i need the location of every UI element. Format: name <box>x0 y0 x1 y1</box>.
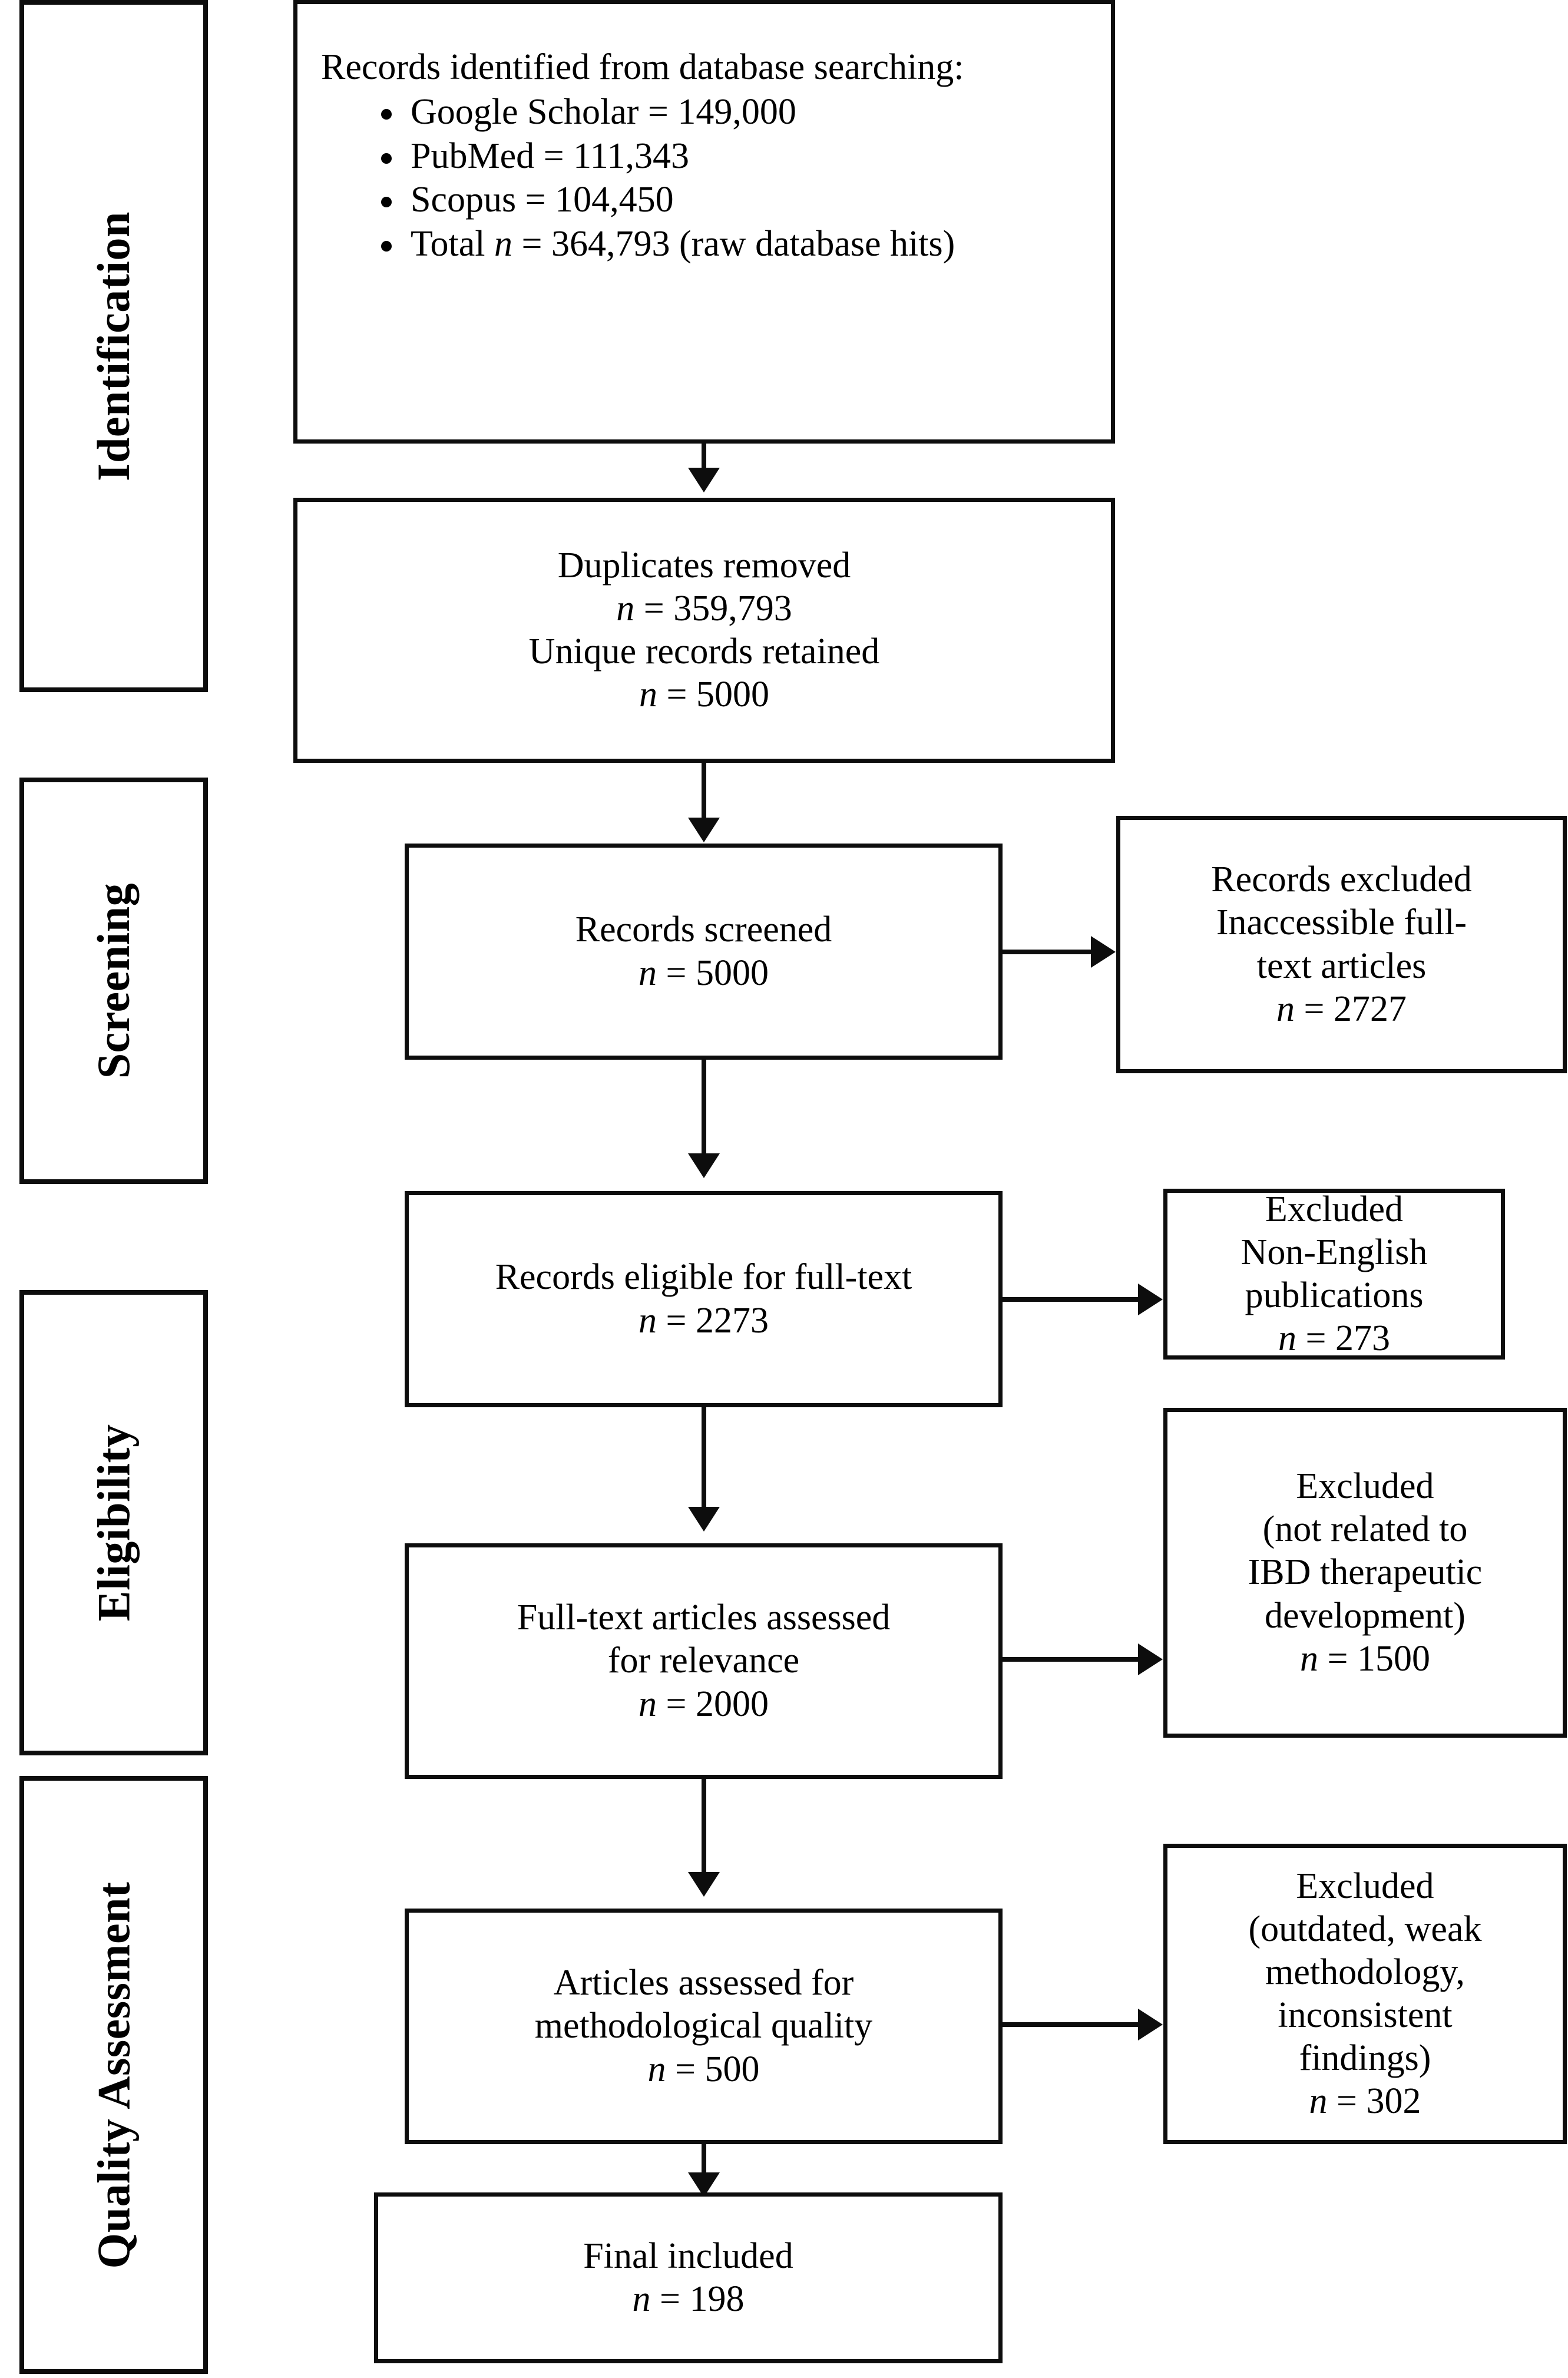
node-excluded-weak-methodology-line1: Excluded <box>1296 1866 1434 1906</box>
node-duplicates-removed: Duplicates removed n = 359,793 Unique re… <box>293 498 1115 763</box>
node-final-included-count: n = 198 <box>632 2279 745 2319</box>
node-fulltext-assessed-relevance: Full-text articles assessed for relevanc… <box>405 1543 1003 1779</box>
node-records-screened-count: n = 5000 <box>639 952 769 993</box>
node-duplicates-removed-line1: Duplicates removed <box>557 545 851 586</box>
node-duplicates-removed-line2: n = 359,793 <box>616 588 792 629</box>
list-item: Google Scholar = 149,000 <box>378 90 955 134</box>
connector-line <box>702 1407 706 1510</box>
node-excluded-weak-methodology-line4: inconsistent <box>1278 1995 1453 2035</box>
stage-label-eligibility-text: Eligibility <box>88 1424 139 1622</box>
stage-label-eligibility: Eligibility <box>19 1290 208 1755</box>
node-excluded-ibd-unrelated-line3: IBD therapeutic <box>1248 1552 1483 1593</box>
node-excluded-weak-methodology-line3: methodology, <box>1265 1952 1465 1992</box>
node-excluded-ibd-unrelated: Excluded (not related to IBD therapeutic… <box>1163 1408 1567 1738</box>
connector-line <box>702 2144 706 2179</box>
node-records-excluded-inaccessible-line3: text articles <box>1256 945 1427 986</box>
node-fulltext-assessed-relevance-line1: Full-text articles assessed <box>517 1598 891 1638</box>
node-duplicates-removed-line4: n = 5000 <box>639 674 769 715</box>
node-excluded-weak-methodology-line2: (outdated, weak <box>1248 1909 1482 1949</box>
node-fulltext-assessed-relevance-line2: for relevance <box>607 1641 800 1681</box>
stage-label-screening-text: Screening <box>88 882 140 1079</box>
node-excluded-non-english-line1: Excluded <box>1265 1189 1404 1229</box>
node-excluded-non-english-line3: publications <box>1245 1275 1424 1315</box>
node-duplicates-removed-line3: Unique records retained <box>528 631 880 672</box>
connector-arrowhead-right-icon <box>1091 936 1116 968</box>
node-records-eligible-fulltext-line1: Records eligible for full-text <box>495 1257 912 1298</box>
node-records-excluded-inaccessible-line1: Records excluded <box>1211 859 1472 900</box>
stage-label-identification: Identification <box>19 0 208 692</box>
node-excluded-weak-methodology: Excluded (outdated, weak methodology, in… <box>1163 1844 1567 2144</box>
stage-label-identification-text: Identification <box>88 211 140 481</box>
list-item: Scopus = 104,450 <box>378 178 955 221</box>
connector-line <box>702 444 706 472</box>
connector-arrowhead-down-icon <box>688 818 720 842</box>
connector-arrowhead-down-icon <box>688 1153 720 1178</box>
connector-line <box>1003 2022 1141 2027</box>
list-item: PubMed = 111,343 <box>378 134 955 178</box>
node-fulltext-assessed-relevance-count: n = 2000 <box>639 1684 769 1724</box>
stage-label-quality-assessment-text: Quality Assessment <box>88 1881 140 2268</box>
node-excluded-non-english: Excluded Non-English publications n = 27… <box>1163 1189 1505 1360</box>
connector-line <box>1003 1297 1141 1302</box>
list-item: Total n = 364,793 (raw database hits) <box>378 222 955 266</box>
node-excluded-non-english-count: n = 273 <box>1278 1318 1390 1359</box>
connector-line <box>702 1779 706 1876</box>
node-articles-assessed-quality-count: n = 500 <box>647 2049 760 2089</box>
node-records-excluded-inaccessible-line2: Inaccessible full- <box>1216 902 1467 943</box>
node-records-screened-line1: Records screened <box>575 909 832 950</box>
node-excluded-weak-methodology-line5: findings) <box>1299 2038 1431 2079</box>
node-excluded-ibd-unrelated-count: n = 1500 <box>1300 1638 1430 1679</box>
node-articles-assessed-quality-line2: methodological quality <box>534 2006 873 2046</box>
node-records-identified: Records identified from database searchi… <box>293 0 1115 444</box>
node-articles-assessed-quality-line1: Articles assessed for <box>553 1963 854 2003</box>
node-excluded-weak-methodology-count: n = 302 <box>1309 2081 1421 2122</box>
connector-arrowhead-right-icon <box>1138 2009 1163 2040</box>
node-records-excluded-inaccessible: Records excluded Inaccessible full- text… <box>1116 816 1567 1073</box>
node-excluded-ibd-unrelated-line2: (not related to <box>1262 1509 1468 1550</box>
connector-line <box>1003 950 1094 954</box>
connector-arrowhead-right-icon <box>1138 1284 1163 1315</box>
connector-arrowhead-right-icon <box>1138 1643 1163 1675</box>
node-excluded-non-english-line2: Non-English <box>1240 1232 1428 1272</box>
node-records-eligible-fulltext: Records eligible for full-text n = 2273 <box>405 1191 1003 1407</box>
node-final-included-line1: Final included <box>583 2235 793 2276</box>
connector-arrowhead-down-icon <box>688 1872 720 1897</box>
node-records-screened: Records screened n = 5000 <box>405 844 1003 1060</box>
node-articles-assessed-quality: Articles assessed for methodological qua… <box>405 1909 1003 2144</box>
node-records-excluded-inaccessible-count: n = 2727 <box>1276 988 1407 1029</box>
connector-line <box>1003 1657 1141 1662</box>
node-excluded-ibd-unrelated-line4: development) <box>1265 1595 1466 1636</box>
stage-label-quality-assessment: Quality Assessment <box>19 1776 208 2374</box>
connector-arrowhead-down-icon <box>688 1507 720 1532</box>
node-records-identified-bullets: Google Scholar = 149,000 PubMed = 111,34… <box>321 90 955 266</box>
connector-line <box>702 763 706 822</box>
connector-line <box>702 1060 706 1157</box>
node-records-eligible-fulltext-count: n = 2273 <box>639 1300 769 1341</box>
connector-arrowhead-down-icon <box>688 468 720 492</box>
node-final-included: Final included n = 198 <box>374 2192 1003 2363</box>
node-records-identified-title: Records identified from database searchi… <box>321 47 964 87</box>
node-excluded-ibd-unrelated-line1: Excluded <box>1296 1466 1434 1507</box>
stage-label-screening: Screening <box>19 778 208 1184</box>
